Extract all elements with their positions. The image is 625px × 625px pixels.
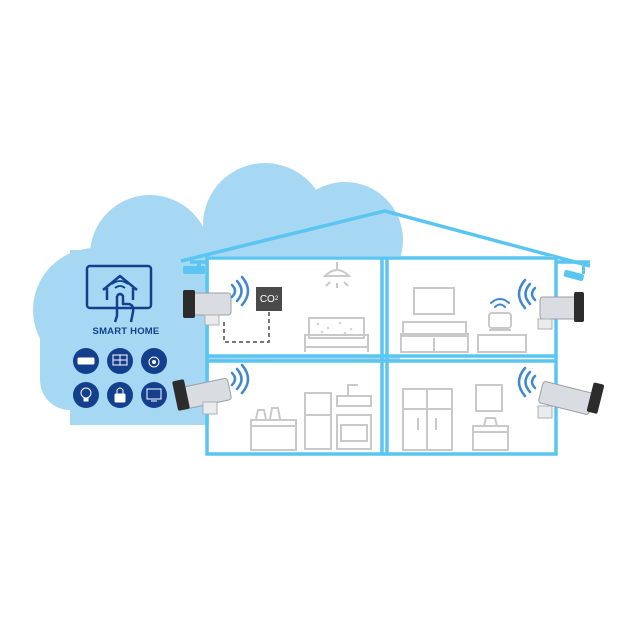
camera-icon-left [183, 262, 205, 274]
wifi-signal-icon-1 [230, 275, 250, 307]
tv-icon [141, 382, 167, 408]
camera-icon-right [563, 266, 585, 282]
ventilation-unit-bottom-left [172, 377, 232, 415]
smart-home-tablet-icon [85, 264, 153, 323]
ventilation-unit-top-left [183, 290, 232, 326]
smart-home-icon-grid [73, 348, 167, 408]
living-room-furniture [400, 287, 527, 353]
kitchen-furniture [250, 384, 372, 451]
smart-home-label: SMART HOME [92, 326, 160, 337]
light-bulb-icon [73, 382, 99, 408]
co2-label: CO [259, 293, 275, 305]
ventilation-unit-bottom-right [537, 381, 605, 419]
wifi-signal-icon-router [490, 298, 510, 308]
wardrobe-furniture [402, 384, 509, 451]
ventilation-unit-top-right [537, 292, 584, 330]
wifi-signal-icon-4 [517, 366, 537, 398]
co2-sensor-connection [223, 312, 270, 343]
wifi-signal-icon-2 [230, 363, 250, 395]
co2-subscript: 2 [274, 296, 279, 302]
bedroom-furniture [304, 262, 369, 352]
wifi-signal-icon-3 [517, 278, 537, 310]
